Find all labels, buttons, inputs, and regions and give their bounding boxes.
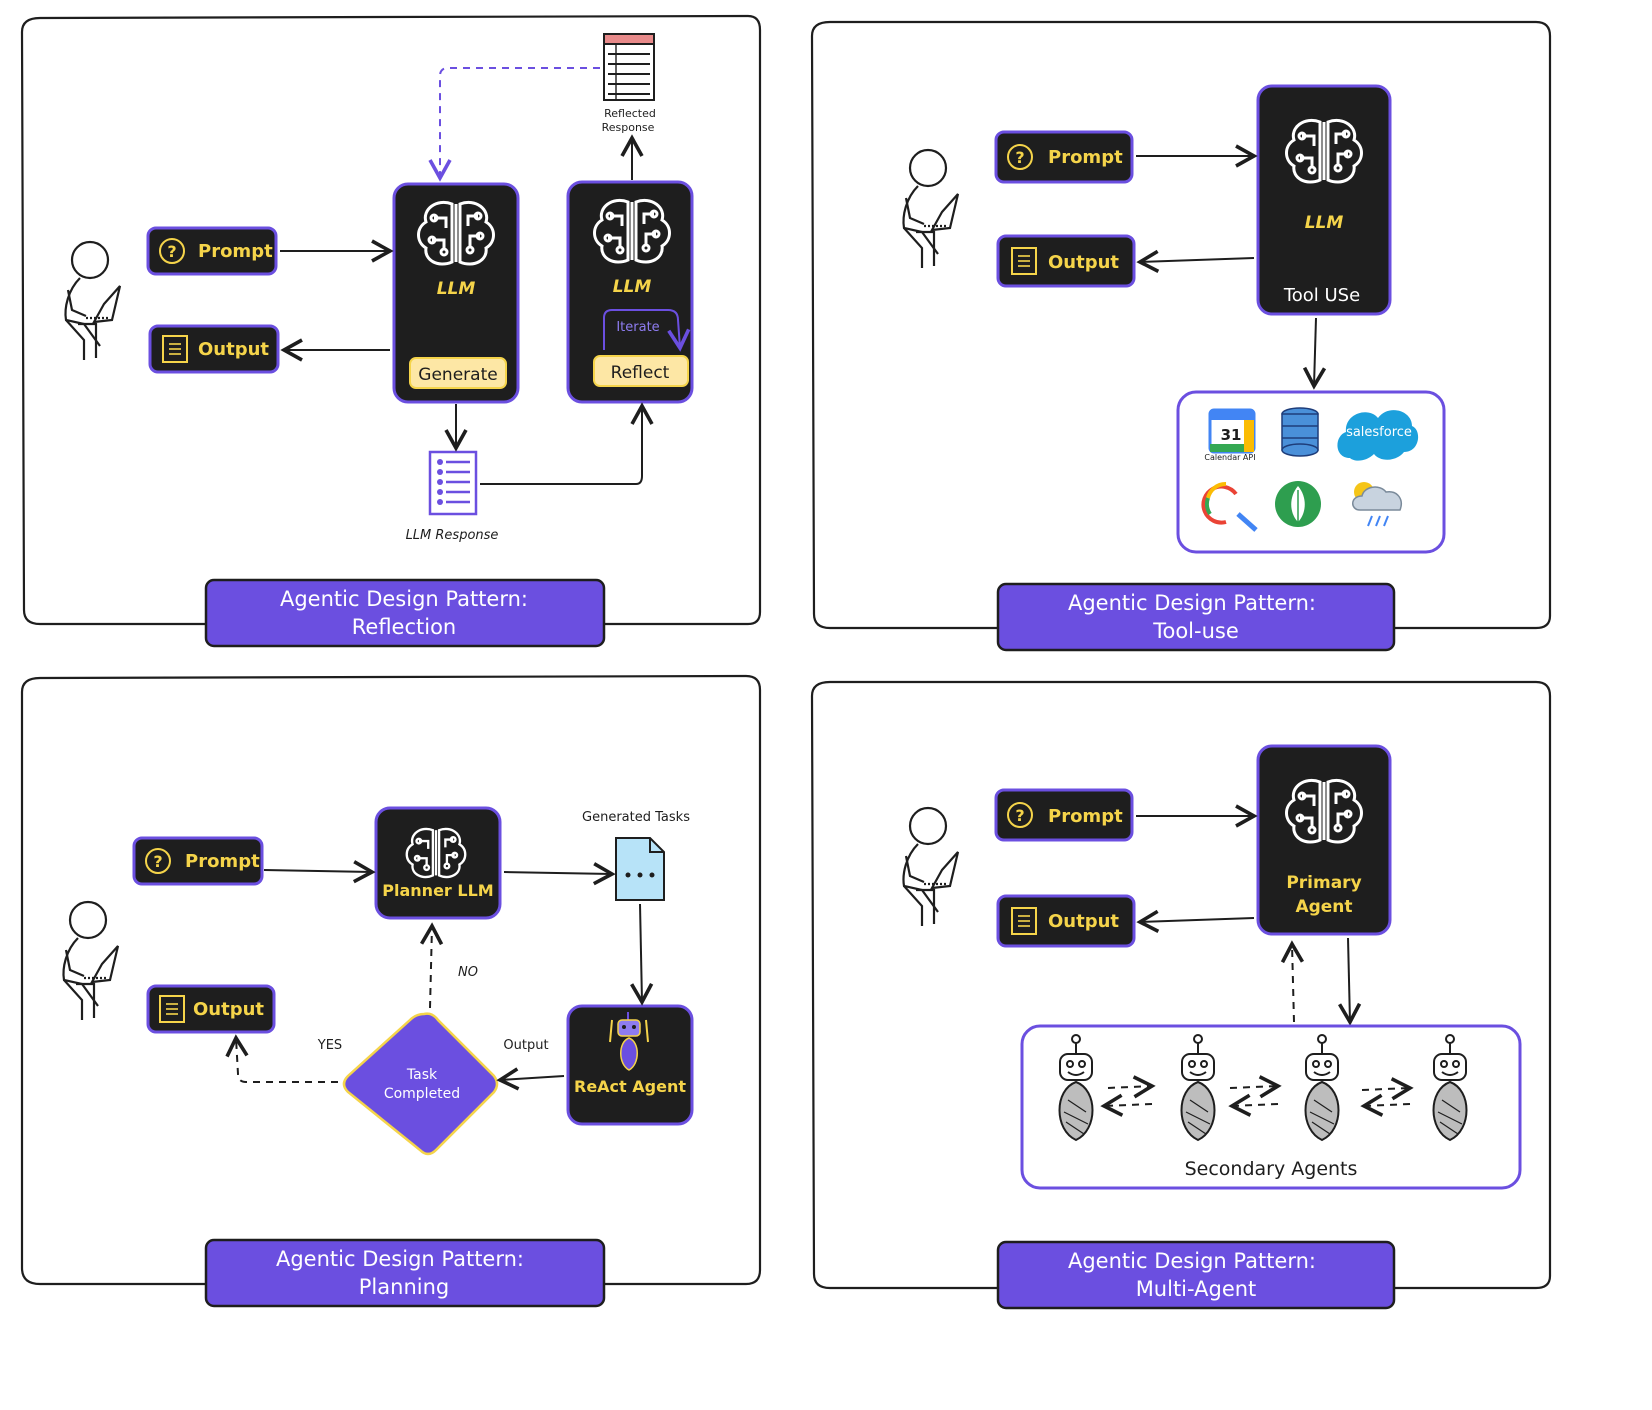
arrow-tasks-to-react	[630, 903, 654, 1006]
reflect-label: Reflect	[611, 363, 670, 383]
prompt-label: Prompt	[185, 851, 260, 872]
arrow-llm-to-tools	[1302, 317, 1327, 390]
arrow-primary-to-secondary	[1338, 937, 1362, 1026]
title-planning: Agentic Design Pattern: Planning	[204, 1238, 606, 1308]
title-tool-use: Agentic Design Pattern: Tool-use	[996, 582, 1396, 652]
llm-response-label: LLM Response	[406, 528, 499, 543]
prompt-button[interactable]: Prompt	[146, 226, 278, 276]
title-line-2: Multi-Agent	[1136, 1277, 1257, 1301]
title-line-1: Agentic Design Pattern:	[1068, 591, 1316, 615]
reflected-response-icon	[603, 33, 655, 101]
llm-generate-box: LLM Generate	[392, 182, 520, 404]
llm-response-icon	[428, 450, 478, 516]
generate-label: Generate	[418, 365, 497, 385]
arrow-reflected-to-llm	[428, 67, 600, 182]
database-icon	[1281, 407, 1319, 457]
tools-box: 31 Calendar API salesforce	[1176, 390, 1446, 554]
iterate-label: Iterate	[616, 320, 659, 335]
react-agent-label: ReAct Agent	[574, 1077, 686, 1096]
arrow-planner-to-tasks	[503, 862, 616, 886]
salesforce-icon: salesforce	[1337, 410, 1419, 461]
agent-link-arrow	[1229, 1075, 1282, 1099]
primary-line-1: Primary	[1286, 873, 1361, 893]
task-file-icon	[615, 837, 665, 901]
salesforce-label: salesforce	[1346, 425, 1412, 440]
agent-link-arrow	[1100, 1093, 1153, 1117]
llm-reflect-box: LLM Iterate Reflect	[566, 180, 694, 404]
agent-link-arrow	[1361, 1077, 1414, 1101]
secondary-agents-label: Secondary Agents	[1185, 1158, 1358, 1180]
prompt-label: Prompt	[198, 241, 273, 262]
arrow-llm-to-output	[1136, 249, 1255, 273]
prompt-button[interactable]: Prompt	[132, 836, 264, 886]
title-multi-agent: Agentic Design Pattern: Multi-Agent	[996, 1240, 1396, 1310]
reflected-response-label-1: Reflected	[604, 107, 656, 120]
calendar-icon: 31	[1208, 408, 1256, 454]
task-completed-decision: Task Completed	[342, 1012, 499, 1156]
no-label: NO	[458, 965, 478, 980]
panel-planning: Prompt Output Planner LLM Generated Task…	[20, 674, 762, 1308]
planner-llm-box: Planner LLM	[374, 806, 502, 920]
title-line-1: Agentic Design Pattern:	[276, 1247, 524, 1271]
output-button[interactable]: Output	[146, 984, 276, 1034]
title-line-2: Reflection	[352, 615, 457, 639]
arrow-secondary-to-primary	[1280, 940, 1305, 1023]
primary-line-2: Agent	[1295, 897, 1352, 917]
title-line-2: Planning	[359, 1275, 449, 1299]
panel-tool-use: Prompt Output LLM Tool USe 31 Calen	[810, 20, 1552, 652]
title-reflection: Agentic Design Pattern: Reflection	[204, 578, 606, 648]
title-line-1: Agentic Design Pattern:	[280, 587, 528, 611]
search-icon	[1201, 481, 1258, 532]
llm-label: LLM	[613, 277, 652, 297]
arrow-response-to-reflect	[480, 402, 654, 485]
calendar-number: 31	[1221, 426, 1242, 444]
output-button[interactable]: Output	[996, 234, 1136, 288]
calendar-api-label: Calendar API	[1204, 453, 1255, 462]
output-label: Output	[1048, 911, 1119, 932]
prompt-button[interactable]: Prompt	[994, 788, 1134, 842]
output-label: Output	[198, 339, 269, 360]
llm-label: LLM	[1305, 213, 1344, 233]
task-completed-line-2: Completed	[384, 1086, 460, 1102]
yes-label: YES	[317, 1038, 342, 1053]
mongodb-icon	[1275, 481, 1321, 527]
llm-tool-box: LLM Tool USe	[1256, 84, 1392, 316]
generated-tasks-label: Generated Tasks	[582, 810, 690, 825]
output-edge-label: Output	[503, 1038, 548, 1053]
weather-icon	[1352, 482, 1402, 527]
output-label: Output	[1048, 252, 1119, 273]
output-button[interactable]: Output	[996, 894, 1136, 948]
prompt-button[interactable]: Prompt	[994, 130, 1134, 184]
output-button[interactable]: Output	[148, 324, 280, 374]
planner-llm-label: Planner LLM	[382, 881, 493, 900]
secondary-agents-box: Secondary Agents	[1020, 1024, 1522, 1190]
panel-reflection: Prompt Output LLM Generate LLM Iterate R…	[20, 14, 762, 648]
reflected-response-label-2: Response	[602, 121, 655, 134]
react-agent-box: ReAct Agent	[566, 1004, 694, 1126]
arrow-decision-to-planner-no	[420, 922, 444, 1009]
output-label: Output	[193, 999, 264, 1020]
tool-use-label: Tool USe	[1283, 285, 1360, 306]
prompt-label: Prompt	[1048, 147, 1123, 168]
title-line-1: Agentic Design Pattern:	[1068, 1249, 1316, 1273]
primary-agent-box: Primary Agent	[1256, 744, 1392, 936]
panel-multi-agent: Prompt Output Primary Agent	[810, 680, 1552, 1310]
arrow-prompt-to-planner	[263, 860, 376, 884]
robot-icon	[609, 1012, 649, 1071]
llm-label: LLM	[437, 279, 476, 299]
title-line-2: Tool-use	[1152, 619, 1239, 643]
arrow-react-to-decision	[496, 1067, 565, 1091]
arrow-primary-to-output	[1136, 909, 1255, 933]
prompt-label: Prompt	[1048, 806, 1123, 827]
arrow-decision-to-output-yes	[225, 1034, 338, 1083]
task-completed-line-1: Task	[406, 1067, 438, 1083]
